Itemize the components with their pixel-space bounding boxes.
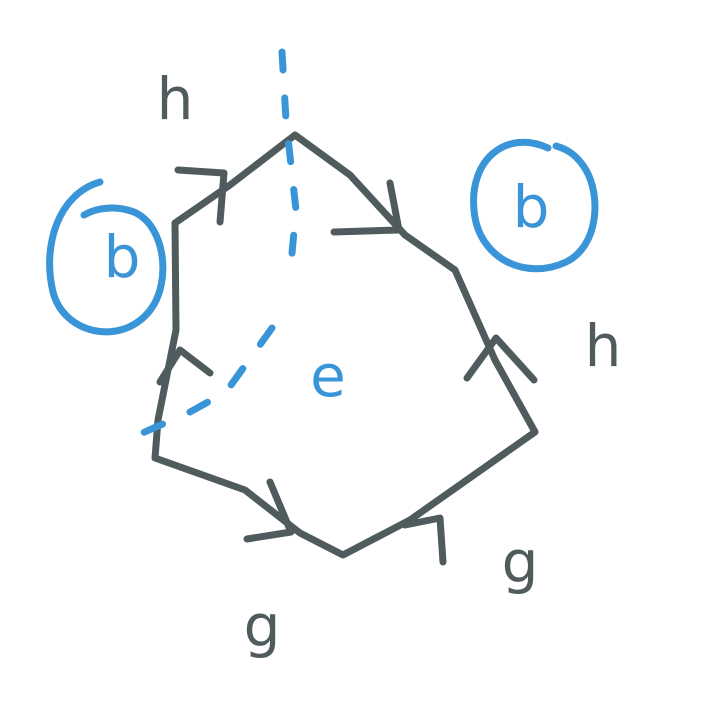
dashed-line-diagonal bbox=[118, 324, 276, 446]
arrow-bottom-right bbox=[401, 514, 447, 566]
right-circle bbox=[470, 138, 599, 273]
label-bottom-g: g bbox=[244, 592, 281, 660]
arrow-upper-right bbox=[330, 179, 403, 236]
label-top-left-h: h bbox=[157, 65, 194, 133]
arrow-left-side bbox=[156, 346, 214, 386]
left-circle bbox=[46, 178, 167, 336]
label-left-circled-b: b bbox=[104, 223, 141, 291]
label-right-h: h bbox=[585, 312, 622, 380]
label-right-circled-b: b bbox=[513, 173, 550, 241]
arrow-right-side bbox=[463, 334, 538, 384]
arrow-top-left bbox=[174, 166, 228, 226]
hexagon-outline bbox=[151, 131, 539, 559]
label-center-e: e bbox=[310, 342, 346, 410]
label-bottom-right-g: g bbox=[502, 528, 539, 596]
dashed-line-vertical bbox=[278, 48, 300, 279]
arrow-bottom-left bbox=[243, 478, 295, 543]
